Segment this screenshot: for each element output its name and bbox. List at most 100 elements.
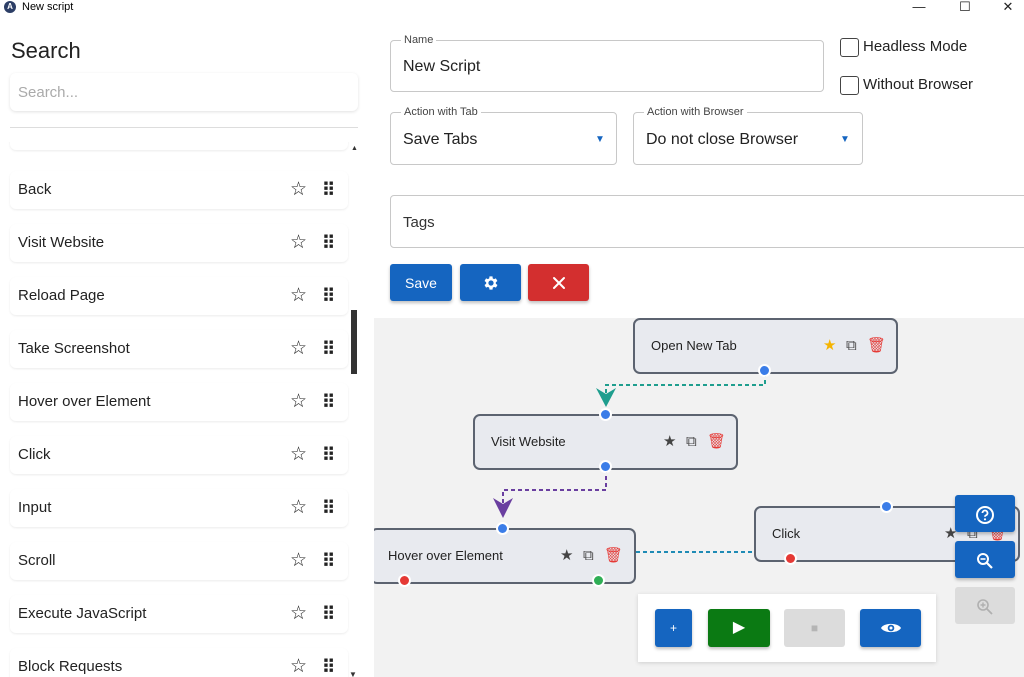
discard-button[interactable] <box>528 264 589 301</box>
play-icon: ▶ <box>732 619 746 636</box>
maximize-button[interactable]: ☐ <box>959 0 971 14</box>
name-field-value[interactable]: New Script <box>403 58 481 75</box>
flow-node[interactable]: Visit Website ★ ⧉ 🗑 <box>473 414 738 470</box>
error-port[interactable] <box>784 552 797 565</box>
star-icon[interactable]: ☆ <box>290 179 308 200</box>
name-field[interactable]: Name New Script <box>390 34 824 92</box>
drag-handle-icon[interactable]: ⠿ <box>322 445 336 465</box>
star-filled-icon[interactable]: ★ <box>663 433 677 450</box>
output-port[interactable] <box>758 364 771 377</box>
error-port[interactable] <box>398 574 411 587</box>
flow-node[interactable]: Open New Tab ★ ⧉ 🗑 <box>633 318 898 374</box>
list-item[interactable]: Block Requests ☆ ⠿ <box>10 648 348 677</box>
star-filled-icon[interactable]: ★ <box>823 337 837 354</box>
list-item[interactable]: Click ☆ ⠿ <box>10 436 348 474</box>
headless-mode-checkbox[interactable] <box>840 38 859 57</box>
zoom-in-button[interactable] <box>955 587 1015 624</box>
preview-button[interactable] <box>860 609 921 647</box>
drag-handle-icon[interactable]: ⠿ <box>322 180 336 200</box>
list-item[interactable]: Scroll ☆ ⠿ <box>10 542 348 580</box>
list-item[interactable]: Execute JavaScript ☆ ⠿ <box>10 595 348 633</box>
copy-icon[interactable]: ⧉ <box>846 337 857 354</box>
add-node-button[interactable]: + <box>655 609 692 647</box>
drag-handle-icon[interactable]: ⠿ <box>322 551 336 571</box>
list-item-label: Input <box>18 499 52 516</box>
drag-handle-icon[interactable]: ⠿ <box>322 392 336 412</box>
drag-handle-icon[interactable]: ⠿ <box>322 498 336 518</box>
star-icon[interactable]: ☆ <box>290 497 308 518</box>
sidebar-scrollbar[interactable] <box>351 310 357 374</box>
zoom-out-button[interactable] <box>955 541 1015 578</box>
scroll-up-arrow-icon[interactable]: ▲ <box>351 145 358 152</box>
list-item[interactable]: Reload Page ☆ ⠿ <box>10 277 348 315</box>
output-port[interactable] <box>599 460 612 473</box>
app-logo-icon: A <box>4 1 16 13</box>
action-with-tab-label: Action with Tab <box>401 106 481 118</box>
help-button[interactable] <box>955 495 1015 532</box>
copy-icon[interactable]: ⧉ <box>583 547 594 564</box>
settings-button[interactable] <box>460 264 521 301</box>
action-with-browser-select[interactable]: Action with Browser Do not close Browser… <box>633 106 863 165</box>
action-with-tab-select[interactable]: Action with Tab Save Tabs ▼ <box>390 106 617 165</box>
list-item-label: Hover over Element <box>18 393 151 410</box>
scroll-down-arrow-icon[interactable]: ▼ <box>349 670 357 677</box>
window-titlebar: A New script — ☐ ✕ <box>0 0 1024 14</box>
search-input[interactable] <box>10 73 358 111</box>
star-icon[interactable]: ☆ <box>290 391 308 412</box>
action-list: Back ☆ ⠿ Visit Website ☆ ⠿ Reload Page ☆… <box>0 142 374 677</box>
trash-icon[interactable]: 🗑 <box>867 337 887 354</box>
star-filled-icon[interactable]: ★ <box>944 525 958 542</box>
trash-icon[interactable]: 🗑 <box>707 433 727 450</box>
copy-icon[interactable]: ⧉ <box>967 525 978 542</box>
chevron-down-icon[interactable]: ▼ <box>840 134 850 145</box>
search-box <box>10 73 358 111</box>
star-icon[interactable]: ☆ <box>290 285 308 306</box>
play-button[interactable]: ▶ <box>708 609 770 647</box>
success-port[interactable] <box>592 574 605 587</box>
action-with-browser-label: Action with Browser <box>644 106 747 118</box>
close-window-button[interactable]: ✕ <box>1002 0 1014 14</box>
list-item[interactable] <box>10 142 348 150</box>
list-item-label: Scroll <box>18 552 56 569</box>
star-icon[interactable]: ☆ <box>290 603 308 624</box>
without-browser-checkbox[interactable] <box>840 76 859 95</box>
drag-handle-icon[interactable]: ⠿ <box>322 233 336 253</box>
minimize-button[interactable]: — <box>912 0 926 14</box>
copy-icon[interactable]: ⧉ <box>686 433 697 450</box>
star-icon[interactable]: ☆ <box>290 444 308 465</box>
zoom-in-icon <box>977 598 993 615</box>
star-icon[interactable]: ☆ <box>290 232 308 253</box>
close-icon <box>552 276 565 289</box>
list-item[interactable]: Back ☆ ⠿ <box>10 171 348 209</box>
list-item[interactable]: Visit Website ☆ ⠿ <box>10 224 348 262</box>
flow-node[interactable]: Hover over Element ★ ⧉ 🗑 <box>374 528 636 584</box>
list-item[interactable]: Hover over Element ☆ ⠿ <box>10 383 348 421</box>
drag-handle-icon[interactable]: ⠿ <box>322 339 336 359</box>
list-item[interactable]: Input ☆ ⠿ <box>10 489 348 527</box>
edge-arrow-icon <box>493 498 513 518</box>
star-filled-icon[interactable]: ★ <box>560 547 574 564</box>
action-with-tab-value: Save Tabs <box>403 131 478 148</box>
list-item[interactable]: Take Screenshot ☆ ⠿ <box>10 330 348 368</box>
tags-field[interactable]: Tags <box>390 195 1024 248</box>
edge-connector <box>502 469 607 510</box>
save-button[interactable]: Save <box>390 264 452 301</box>
trash-icon[interactable]: 🗑 <box>604 547 624 564</box>
input-port[interactable] <box>599 408 612 421</box>
star-icon[interactable]: ☆ <box>290 656 308 677</box>
drag-handle-icon[interactable]: ⠿ <box>322 286 336 306</box>
drag-handle-icon[interactable]: ⠿ <box>322 604 336 624</box>
window-title: New script <box>22 1 74 13</box>
flow-node-label: Hover over Element <box>388 548 503 563</box>
stop-button[interactable]: ■ <box>784 609 845 647</box>
list-item-label: Reload Page <box>18 287 105 304</box>
list-item-label: Take Screenshot <box>18 340 130 357</box>
star-icon[interactable]: ☆ <box>290 338 308 359</box>
star-icon[interactable]: ☆ <box>290 550 308 571</box>
input-port[interactable] <box>496 522 509 535</box>
flow-node-label: Click <box>772 526 801 541</box>
chevron-down-icon[interactable]: ▼ <box>595 134 605 145</box>
drag-handle-icon[interactable]: ⠿ <box>322 657 336 677</box>
action-with-browser-value: Do not close Browser <box>646 131 799 148</box>
input-port[interactable] <box>880 500 893 513</box>
